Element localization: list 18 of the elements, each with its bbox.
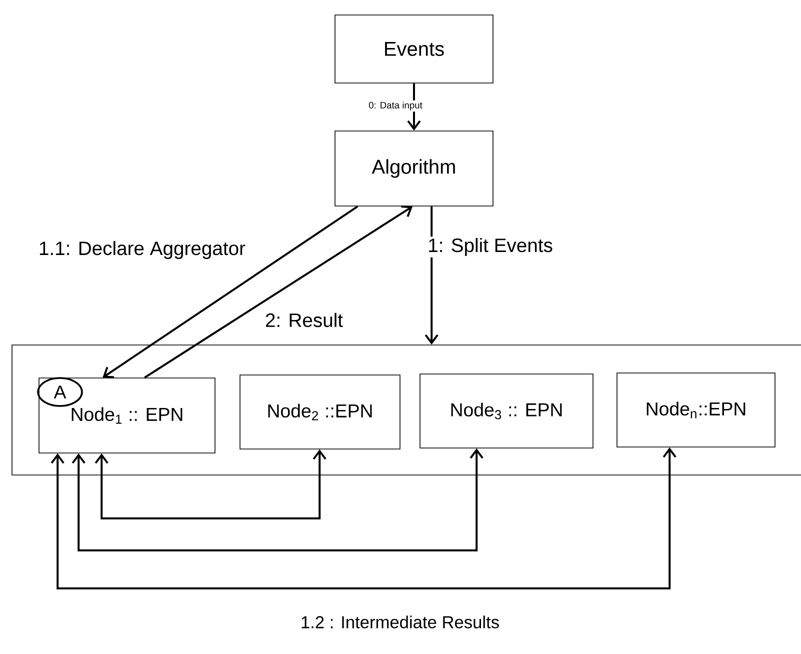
- edge-label: 0: Data input: [367, 100, 424, 112]
- arrow: [424, 206, 438, 345]
- node-box: Node$_{n}$::EPN: [616, 372, 776, 448]
- node-box: Node$_{3}$ :: EPN: [420, 374, 594, 448]
- edge-label: 1: Split Events: [426, 236, 554, 258]
- edge-label: 2: Result: [264, 312, 344, 328]
- edge-label: 1.1: Declare Aggregator: [37, 240, 247, 260]
- caption-label: 1.2 : Intermediate Results: [302, 616, 499, 628]
- process-box: Algorithm: [334, 130, 494, 206]
- arrow: [144, 206, 413, 378]
- group-box: [12, 344, 801, 476]
- arrow: [50, 447, 676, 590]
- process-box: Events: [334, 14, 494, 84]
- arrow: [72, 448, 484, 552]
- arrow: [102, 206, 358, 378]
- arrow: [94, 449, 326, 520]
- node-box: Node$_{2}$ ::EPN: [240, 374, 400, 450]
- arrow: [407, 83, 421, 131]
